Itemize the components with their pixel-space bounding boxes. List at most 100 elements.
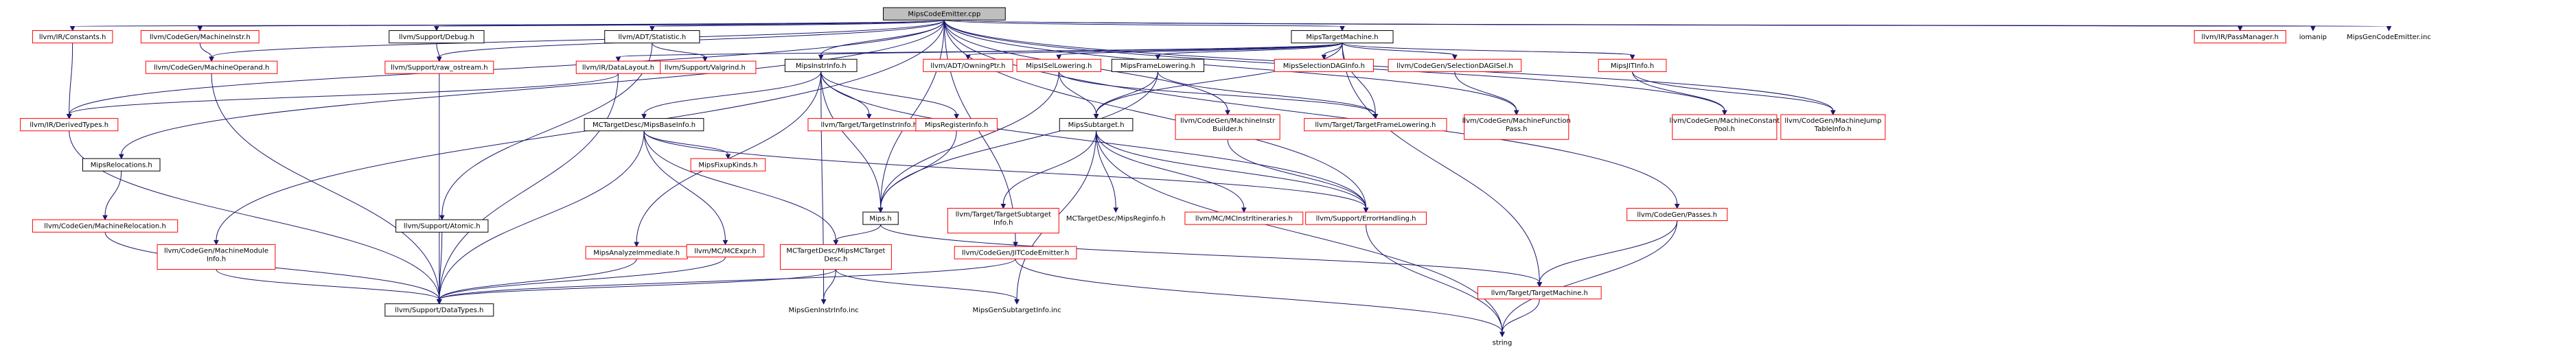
edge-arrowhead: [641, 114, 647, 119]
edge-arrowhead: [965, 54, 971, 60]
node-mctargetdesc-base-info[interactable]: MCTargetDesc/MipsBaseInfo.h: [584, 118, 704, 132]
edge-root-to-cg-passes: [943, 20, 1678, 204]
edge-root-to-cg-machine-module-info: [216, 20, 945, 241]
node-box: [584, 118, 704, 132]
node-cg-machine-relocation[interactable]: llvm/CodeGen/MachineRelocation.h: [32, 219, 179, 233]
node-mips-isel-lowering[interactable]: MipsISelLowering.h: [1016, 58, 1101, 72]
node-support-error-handling[interactable]: llvm/Support/ErrorHandling.h: [1305, 211, 1427, 225]
node-cg-machineinstr[interactable]: llvm/CodeGen/MachineInstr.h: [140, 30, 260, 44]
edge-mips-isel-lowering-to-mips-h: [880, 71, 1059, 209]
node-ir-passmanager[interactable]: llvm/IR/PassManager.h: [2194, 30, 2286, 44]
node-label: llvm/Support/Atomic.h: [404, 223, 481, 231]
node-adt-statistic[interactable]: llvm/ADT/Statistic.h: [604, 30, 700, 44]
edge-arrowhead: [702, 56, 708, 62]
node-mips-fixup-kinds[interactable]: MipsFixupKinds.h: [690, 158, 766, 172]
node-box: [157, 244, 276, 270]
node-label: llvm/MC/MCInstrItineraries.h: [1195, 215, 1293, 223]
edge-arrowhead: [1363, 207, 1369, 213]
edge-arrowhead: [954, 114, 959, 119]
node-box: [145, 60, 278, 74]
node-ir-datalayout[interactable]: llvm/IR/DataLayout.h: [575, 60, 661, 74]
node-box: [1184, 211, 1304, 225]
edge-mips-target-machine-to-target-frame-lowering: [1342, 43, 1376, 115]
node-target-frame-lowering[interactable]: llvm/Target/TargetFrameLowering.h: [1304, 118, 1447, 132]
node-adt-owning-ptr[interactable]: llvm/ADT/OwningPtr.h: [923, 58, 1013, 72]
node-label: llvm/CodeGen/MachineRelocation.h: [44, 223, 166, 231]
node-support-raw-ostream[interactable]: llvm/Support/raw_ostream.h: [384, 60, 494, 74]
edge-mctargetdesc-base-info-to-support-error-handling: [643, 130, 1367, 209]
edge-arrowhead: [1452, 54, 1458, 60]
node-box: [604, 30, 700, 44]
node-mips-h[interactable]: Mips.h: [862, 211, 899, 225]
edge-mips-subtarget-to-mc-instr-itineraries: [1096, 130, 1245, 209]
node-label: MipsGenInstrInfo.inc: [789, 307, 859, 314]
node-cg-selection-dag-isel[interactable]: llvm/CodeGen/SelectionDAGISel.h: [1388, 58, 1522, 72]
edge-root-to-support-debug: [436, 19, 945, 27]
node-label: llvm/Target/TargetFrameLowering.h: [1315, 121, 1436, 129]
edge-mips-target-machine-to-mips-instr-info: [820, 43, 1343, 56]
node-support-valgrind[interactable]: llvm/Support/Valgrind.h: [654, 60, 757, 74]
edge-arrowhead: [634, 242, 639, 248]
edge-mctargetdesc-mc-target-desc-to-mips-gen-subtarget-info: [835, 269, 1017, 301]
edge-root-to-adt-statistic: [652, 19, 945, 27]
node-label: llvm/Support/Valgrind.h: [665, 65, 746, 72]
edge-support-debug-to-support-raw-ostream: [436, 43, 440, 58]
node-mc-mcexpr[interactable]: llvm/MC/MCExpr.h: [686, 244, 765, 257]
node-support-debug[interactable]: llvm/Support/Debug.h: [389, 30, 485, 44]
node-support-data-types[interactable]: llvm/Support/DataTypes.h: [384, 303, 494, 317]
edge-arrowhead: [1722, 110, 1727, 116]
edge-root-to-mips-target-machine: [943, 19, 1343, 27]
node-mips-relocations[interactable]: MipsRelocations.h: [82, 158, 161, 172]
node-cg-machine-operand[interactable]: llvm/CodeGen/MachineOperand.h: [145, 60, 278, 74]
edge-cg-machine-instr-builder-to-support-error-handling: [1227, 139, 1367, 209]
node-root[interactable]: MipsCodeEmitter.cpp: [883, 7, 1006, 21]
node-box: [915, 118, 998, 132]
node-string: string: [1493, 340, 1513, 347]
node-mips-register-info[interactable]: MipsRegisterInfo.h: [915, 118, 998, 132]
edge-mips-frame-lowering-to-mips-h: [880, 71, 1158, 209]
node-mips-frame-lowering[interactable]: MipsFrameLowering.h: [1111, 58, 1205, 72]
node-target-target-machine[interactable]: llvm/Target/TargetMachine.h: [1477, 286, 1602, 300]
node-mips-target-machine[interactable]: MipsTargetMachine.h: [1291, 30, 1394, 44]
node-cg-passes[interactable]: llvm/CodeGen/Passes.h: [1626, 207, 1728, 222]
edge-arrowhead: [820, 299, 827, 305]
edge-arrowhead: [1241, 207, 1247, 213]
edge-arrowhead: [1537, 282, 1543, 288]
edge-mips-subtarget-to-support-error-handling: [1096, 130, 1367, 209]
node-support-atomic[interactable]: llvm/Support/Atomic.h: [395, 219, 489, 233]
edge-arrowhead: [1830, 110, 1836, 116]
edge-arrowhead: [2386, 26, 2392, 32]
node-mc-instr-itineraries[interactable]: llvm/MC/MCInstrItineraries.h: [1184, 211, 1304, 225]
edge-mips-h-to-mctargetdesc-mc-target-desc: [835, 224, 882, 241]
node-ir-derived-types[interactable]: llvm/IR/DerivedTypes.h: [20, 118, 119, 132]
node-label: llvm/Target/TargetInstrInfo.h: [820, 121, 917, 129]
node-mips-selection-dag-info[interactable]: MipsSelectionDAGInfo.h: [1274, 58, 1374, 72]
node-label: llvm/IR/DataLayout.h: [582, 65, 654, 72]
edge-target-target-machine-to-string: [1502, 298, 1540, 333]
node-target-instr-info[interactable]: llvm/Target/TargetInstrInfo.h: [807, 118, 931, 132]
node-mips-subtarget[interactable]: MipsSubtarget.h: [1059, 118, 1134, 132]
node-mips-analyze-immediate[interactable]: MipsAnalyzeImmediate.h: [585, 246, 688, 259]
edge-arrowhead: [2237, 26, 2243, 32]
node-mips-instr-info[interactable]: MipsInstrInfo.h: [784, 58, 858, 72]
node-ir-constants[interactable]: llvm/IR/Constants.h: [32, 30, 113, 44]
node-mips-jit-info[interactable]: MipsJITInfo.h: [1598, 58, 1667, 72]
edge-arrowhead: [439, 215, 445, 221]
node-label: MipsSubtarget.h: [1068, 121, 1125, 129]
edge-root-to-mips-relocations: [121, 20, 945, 155]
edge-arrowhead: [102, 215, 108, 221]
node-mips-gen-code-emitter: MipsGenCodeEmitter.inc: [2347, 34, 2431, 41]
node-cg-jit-code-emitter[interactable]: llvm/CodeGen/JITCodeEmitter.h: [954, 246, 1077, 259]
edge-arrowhead: [434, 26, 439, 32]
